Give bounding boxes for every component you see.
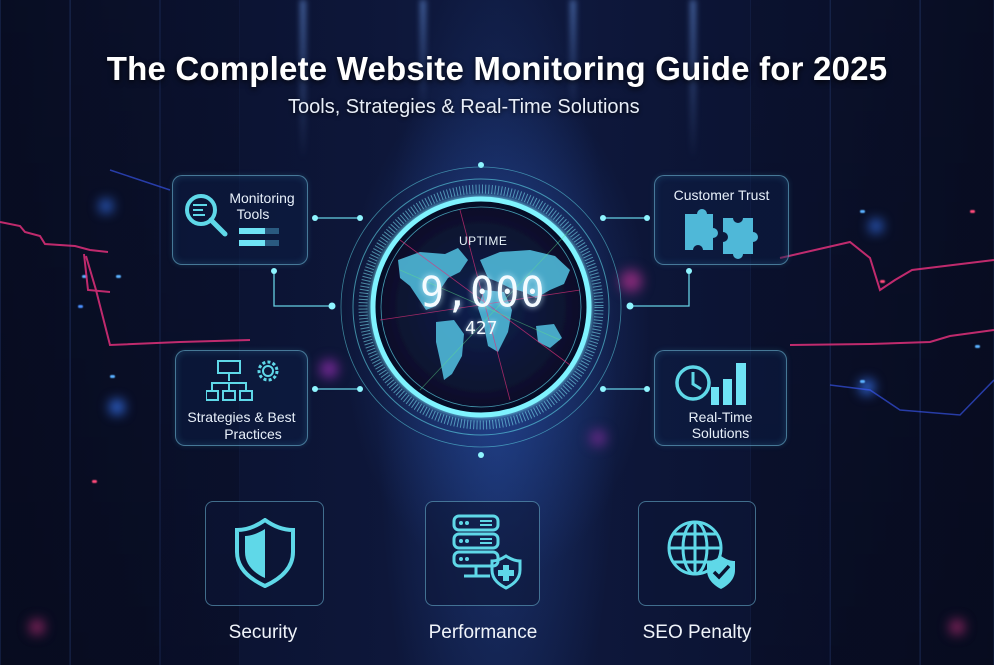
connector-dot [357,215,363,221]
magnifier-icon [185,194,228,237]
tile-label: Security [228,622,298,643]
tile-seo-penalty[interactable] [638,501,756,606]
card-label: Solutions [691,425,750,441]
connector-dot [271,268,277,274]
connector-dot [312,215,318,221]
uptime-sub-value: 427 [465,318,498,339]
card-monitoring-tools[interactable]: Monitoring Tools [172,175,308,265]
progress-bars-icon [239,228,279,246]
card-label: Practices [224,426,282,442]
server-shield-icon [452,514,522,590]
uptime-value: 9,000 [420,268,546,318]
tile-label: SEO Penalty [642,622,752,643]
rack-led [92,480,97,483]
connector-dot [600,215,606,221]
world-map-icon [398,248,570,380]
rack-led [970,210,975,213]
connector-dot [644,215,650,221]
connector-dot [478,452,484,458]
bokeh-light [320,360,338,378]
uptime-label: UPTIME [459,234,508,248]
rack-led [860,380,865,383]
connector-dot [626,302,634,310]
tile-label: Performance [428,622,538,643]
rack-led [110,375,115,378]
card-label: Customer Trust [673,187,770,203]
card-label: Monitoring [229,190,295,206]
server-rack [830,0,920,665]
ceiling-light [570,0,576,110]
rack-led [78,305,83,308]
card-label: Real-Time [688,409,753,425]
shield-icon [235,518,295,588]
bokeh-light [30,620,44,634]
connector-dot [312,386,318,392]
bokeh-light [870,220,882,232]
connector-dot [644,386,650,392]
bokeh-light [110,400,124,414]
connector-dot [686,268,692,274]
card-real-time-solutions[interactable]: Real-Time Solutions [654,350,787,446]
server-rack [70,0,160,665]
rack-led [880,280,885,283]
page-subtitle: Tools, Strategies & Real-Time Solutions [288,96,640,118]
ceiling-light [420,0,426,110]
connector-dot [328,302,336,310]
tile-performance[interactable] [425,501,540,606]
uptime-gauge [340,166,622,448]
bokeh-light [620,270,642,292]
rack-led [975,345,980,348]
org-chart-gear-icon [206,360,279,401]
rack-led [860,210,865,213]
rack-led [116,275,121,278]
clock-bars-icon [675,363,746,405]
page-title: The Complete Website Monitoring Guide fo… [106,50,888,87]
card-customer-trust[interactable]: Customer Trust [654,175,789,265]
connector-dot [478,162,484,168]
connector-dot [357,386,363,392]
connector-dot [600,386,606,392]
puzzle-icon [685,209,758,259]
bokeh-light [590,430,606,446]
globe-check-icon [667,520,735,589]
ceiling-light [690,0,696,160]
rack-led [82,275,87,278]
tile-security[interactable] [205,501,324,606]
bokeh-light [100,200,112,212]
card-strategies-best-practices[interactable]: Strategies & Best Practices [175,350,308,446]
card-label: Tools [236,206,270,222]
server-rack [750,0,830,665]
server-rack [0,0,70,665]
ceiling-light [300,0,306,160]
card-label: Strategies & Best [187,409,296,425]
bokeh-light [950,620,964,634]
